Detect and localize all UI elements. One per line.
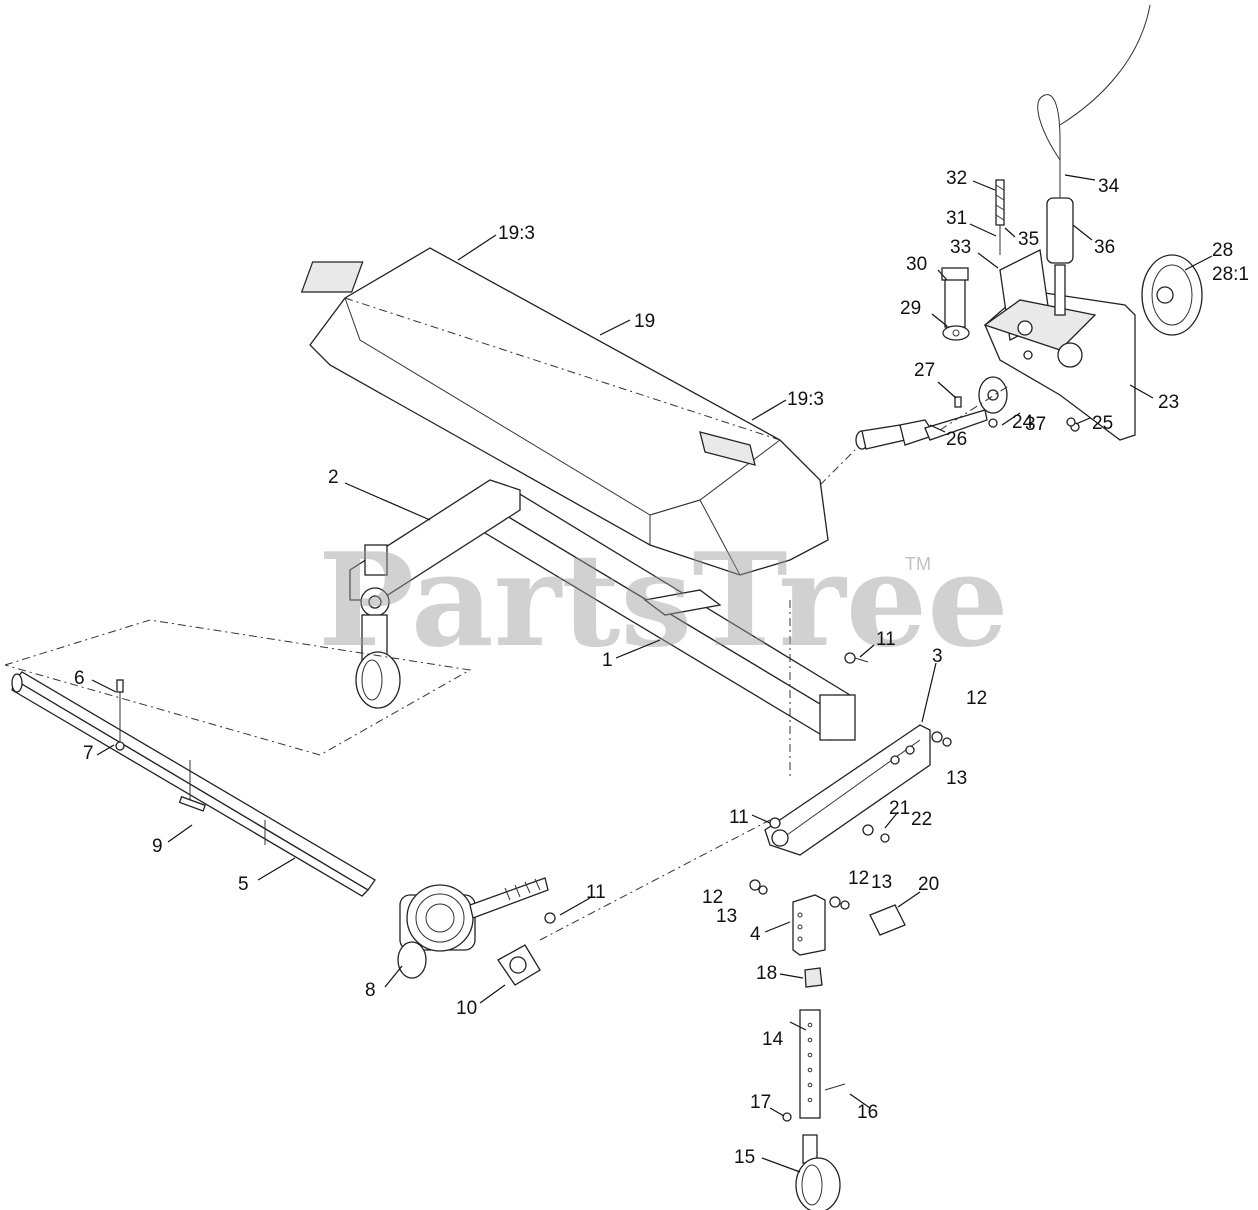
leader-lines — [91, 174, 1213, 1173]
callout-13-right: 13 — [946, 768, 967, 789]
callout-22: 22 — [911, 809, 932, 830]
jack-stand-drawing — [792, 894, 906, 1210]
callout-9: 9 — [152, 836, 163, 857]
callout-12-mid: 12 — [848, 868, 869, 889]
decal-19-3-front — [699, 431, 756, 466]
callout-13-left: 13 — [716, 906, 737, 927]
callout-3: 3 — [932, 646, 943, 667]
watermark-trademark: TM — [905, 554, 931, 574]
callout-12-left: 12 — [702, 887, 723, 908]
ghost-outline — [4, 619, 472, 756]
callout-30: 30 — [906, 254, 927, 275]
callout-5: 5 — [238, 874, 249, 895]
callout-2: 1 — [602, 650, 613, 671]
shaft-drawing — [11, 671, 376, 897]
callout-23: 23 — [1158, 392, 1179, 413]
callout-37: 37 — [1025, 414, 1046, 435]
callout-28-1: 28:1 — [1212, 264, 1249, 285]
callout-labels: 2 1 3 4 5 6 7 8 9 10 11 11 11 12 12 12 1… — [74, 168, 1249, 1168]
callout-11-low: 11 — [586, 882, 606, 903]
chute-cover-drawing — [300, 247, 829, 576]
hardware-top-drawing — [941, 4, 1151, 341]
callout-29: 29 — [900, 298, 921, 319]
callout-26: 26 — [946, 429, 967, 450]
callout-14: 14 — [762, 1029, 784, 1050]
flange-drawing — [497, 944, 541, 986]
frame-tube-drawing — [349, 479, 856, 742]
gearbox-drawing — [397, 877, 549, 979]
callout-19-3-front: 19:3 — [787, 389, 824, 410]
callout-19: 19 — [634, 311, 655, 332]
small-hardware-drawing — [544, 417, 1076, 1122]
bracket-3-drawing — [764, 724, 931, 856]
callout-25: 25 — [1092, 413, 1113, 434]
callout-19-3-top: 19:3 — [498, 223, 535, 244]
callout-28: 28 — [1212, 240, 1233, 261]
callout-11-mid: 11 — [729, 807, 749, 828]
drive-shaft-drawing — [819, 376, 1011, 486]
callout-24: 24 — [1012, 412, 1034, 433]
callout-4: 4 — [750, 924, 761, 945]
callout-31: 31 — [946, 208, 967, 229]
callout-21: 21 — [889, 798, 910, 819]
watermark-text: PartsTree — [318, 526, 1009, 676]
callout-10: 10 — [456, 998, 477, 1019]
callout-15: 15 — [734, 1147, 755, 1168]
callout-11-top: 11 — [876, 629, 896, 650]
callout-18: 18 — [756, 963, 777, 984]
callout-13-mid: 13 — [871, 872, 892, 893]
decal-19-3-top — [300, 261, 364, 293]
callout-27: 27 — [914, 360, 935, 381]
callout-33: 33 — [950, 237, 971, 258]
callout-7: 7 — [83, 743, 94, 764]
callout-8: 8 — [365, 980, 376, 1001]
callout-35: 35 — [1018, 229, 1039, 250]
callout-36: 36 — [1094, 237, 1115, 258]
callout-16: 16 — [857, 1102, 878, 1123]
callout-1: 2 — [328, 467, 339, 488]
callout-32: 32 — [946, 168, 967, 189]
callout-34: 34 — [1098, 176, 1120, 197]
callout-17: 17 — [750, 1092, 771, 1113]
callout-6: 6 — [74, 668, 85, 689]
callout-12-right: 12 — [966, 688, 987, 709]
callout-20: 20 — [918, 874, 939, 895]
